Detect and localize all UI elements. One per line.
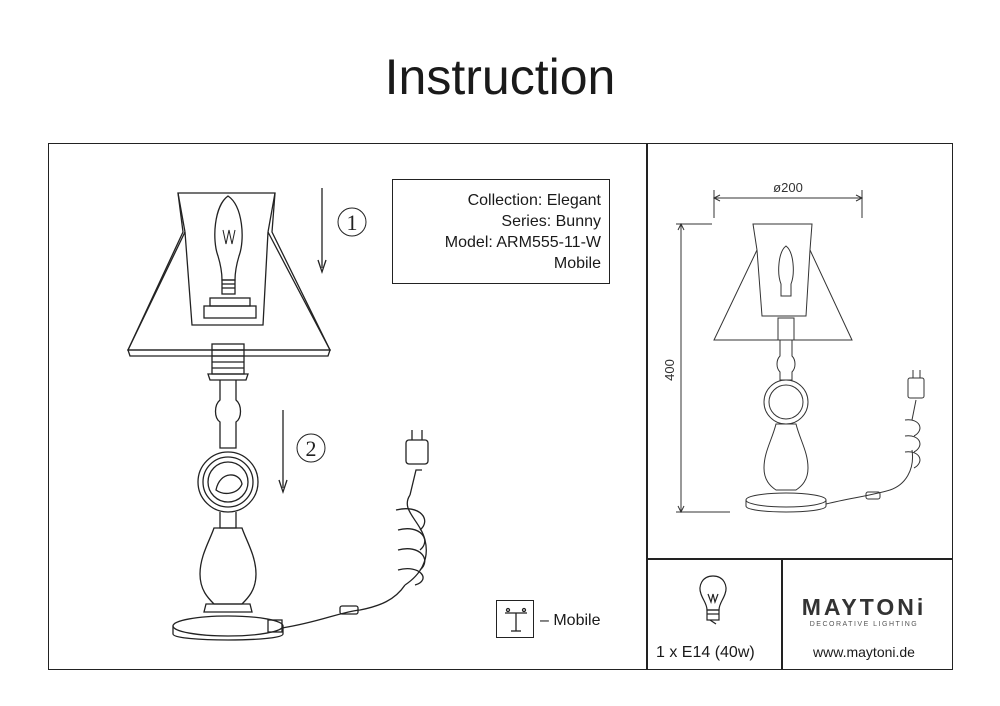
diameter-label: ø200 (773, 180, 803, 195)
page-title: Instruction (384, 49, 616, 105)
power-cable (281, 584, 406, 629)
bulb-spec-text: 1 x E14 (40w) (656, 644, 755, 661)
ornament-medallion (197, 451, 259, 513)
instruction-frame (48, 143, 953, 670)
frame-divider-vertical (646, 143, 648, 670)
plug (405, 439, 429, 465)
footer-divider-vertical (781, 558, 783, 670)
product-info-box: Collection: Elegant Series: Bunny Model:… (392, 179, 610, 284)
step-1-label: 1 (347, 210, 358, 235)
collection-text: Collection: Elegant (467, 192, 601, 209)
frame-divider-horizontal (646, 558, 953, 560)
brand-tagline: DECORATIVE LIGHTING (809, 621, 919, 628)
website-link[interactable]: www.maytoni.de (813, 644, 915, 660)
mobile-legend-label: – Mobile (540, 612, 601, 629)
brand-logo: MAYTONi (801, 594, 927, 620)
bulb-icon (699, 575, 727, 625)
step-2-label: 2 (306, 436, 317, 461)
mobile-legend-icon-box (496, 600, 534, 638)
variant-text: Mobile (553, 255, 601, 272)
height-label: 400 (662, 359, 677, 381)
series-text: Series: Bunny (501, 213, 601, 230)
model-text: Model: ARM555-11-W (444, 234, 601, 251)
switch-icon (505, 607, 527, 632)
stem-upper (214, 380, 242, 449)
